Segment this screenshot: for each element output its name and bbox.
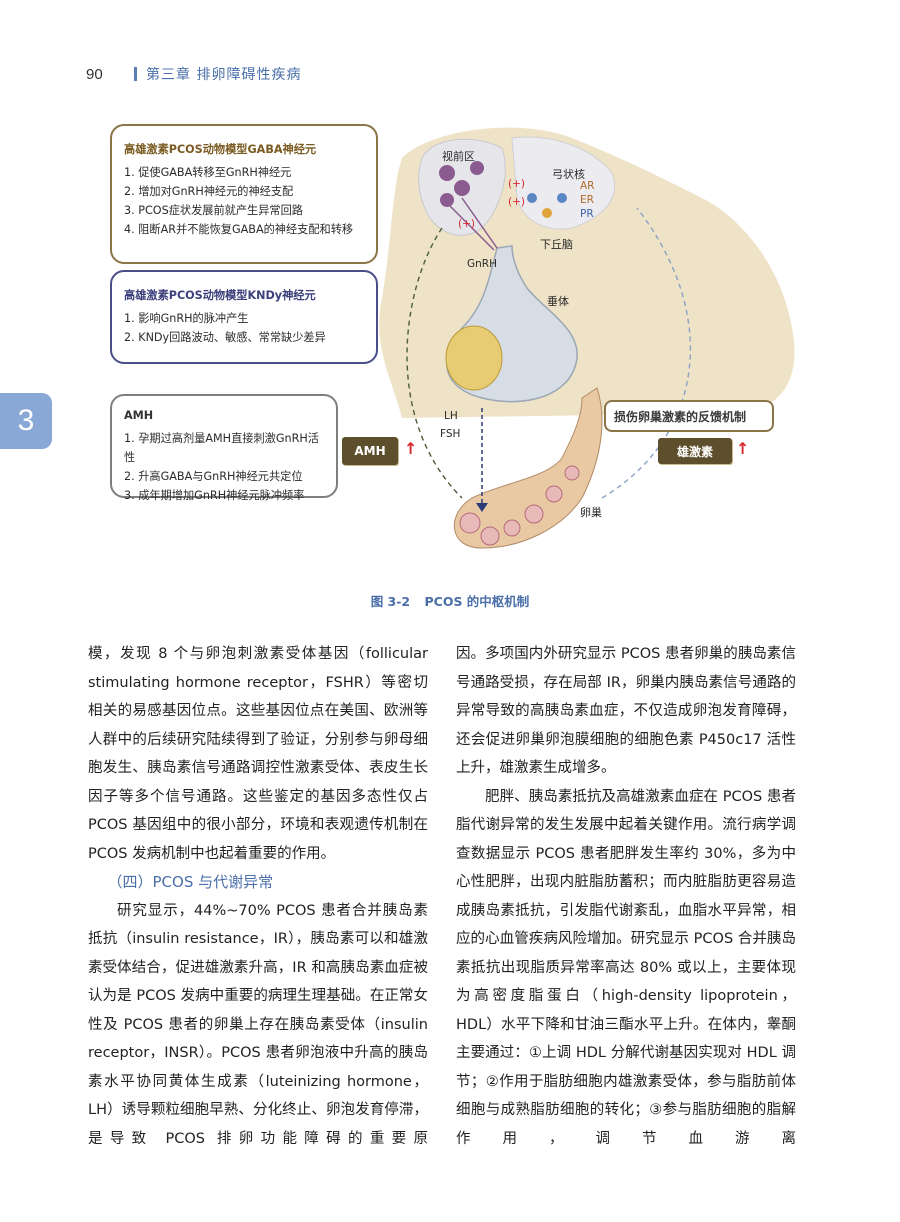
paragraph: 研究显示，44%~70% PCOS 患者合并胰岛素抵抗（insulin resi… [88, 902, 428, 1147]
gaba-neuron-box: 高雄激素PCOS动物模型GABA神经元 1. 促使GABA转移至GnRH神经元 … [110, 124, 378, 264]
amh-box-item: 2. 升高GABA与GnRH神经元共定位 [124, 470, 303, 483]
gnrh-neuron [454, 180, 470, 196]
chapter-tab: 3 [0, 393, 52, 449]
label-lh: LH [444, 410, 458, 422]
kndy-box-title: 高雄激素PCOS动物模型KNDy神经元 [124, 289, 316, 302]
running-header: 90 第三章 排卵障碍性疾病 [86, 62, 301, 86]
label-fsh: FSH [440, 428, 461, 440]
gnrh-axon [449, 205, 495, 251]
feedback-mechanism-box: 损伤卵巢激素的反馈机制 [604, 400, 774, 432]
kndy-box-item: 2. KNDy回路波动、敏感、常常缺少差异 [124, 331, 326, 344]
text-column-right: 因。多项国内外研究显示 PCOS 患者卵巢的胰岛素信号通路受损，存在局部 IR，… [456, 640, 796, 1153]
gnrh-axon [461, 197, 498, 249]
label-ar: AR [580, 180, 595, 192]
header-divider [134, 67, 137, 81]
arrow-head [476, 503, 488, 512]
page-number: 90 [86, 65, 103, 83]
plus-sign: (+) [508, 196, 525, 208]
gaba-box-title: 高雄激素PCOS动物模型GABA神经元 [124, 143, 317, 156]
label-er: ER [580, 194, 594, 206]
ovarian-follicle [459, 512, 481, 534]
label-ovary: 卵巢 [580, 506, 602, 519]
label-pituitary: 垂体 [547, 295, 569, 308]
increase-arrow-icon: ↑ [404, 439, 418, 458]
label-gnrh: GnRH [467, 258, 497, 270]
figure-number: 图 3-2 [370, 594, 411, 609]
kndy-neuron [527, 193, 537, 203]
kndy-box-item: 1. 影响GnRH的脉冲产生 [124, 312, 249, 325]
section-heading: （四）PCOS 与代谢异常 [107, 873, 274, 891]
kndy-neuron-box: 高雄激素PCOS动物模型KNDy神经元 1. 影响GnRH的脉冲产生 2. KN… [110, 270, 378, 364]
gaba-box-item: 3. PCOS症状发展前就产生异常回路 [124, 204, 303, 217]
gaba-box-item: 4. 阻断AR并不能恢复GABA的神经支配和转移 [124, 223, 354, 236]
ovary-shape [454, 387, 603, 549]
plus-sign: (+) [508, 178, 525, 190]
ovarian-follicle [503, 519, 521, 537]
hypothalamus-shape [511, 136, 616, 230]
label-arcuate: 弓状核 [552, 168, 585, 181]
gnrh-neuron [439, 165, 455, 181]
gnrh-neuron [440, 193, 454, 207]
figure-illustration [379, 127, 795, 549]
text-column-left: 模，发现 8 个与卵泡刺激素受体基因（follicular stimulatin… [88, 640, 428, 1153]
amh-box-item: 3. 成年期增加GnRH神经元脉冲频率 [124, 489, 305, 502]
anterior-pituitary-cells [445, 325, 503, 391]
increase-arrow-icon: ↑ [736, 439, 750, 458]
figure-title: PCOS 的中枢机制 [424, 594, 530, 609]
paragraph: 肥胖、胰岛素抵抗及高雄激素血症在 PCOS 患者脂代谢异常的发生发展中起着关键作… [456, 788, 796, 1147]
chapter-title: 第三章 排卵障碍性疾病 [146, 67, 302, 83]
amh-box-title: AMH [124, 409, 154, 422]
label-pr: PR [580, 208, 594, 220]
paragraph: 因。多项国内外研究显示 PCOS 患者卵巢的胰岛素信号通路受损，存在局部 IR，… [456, 646, 796, 776]
amh-box: AMH 1. 孕期过高剂量AMH直接刺激GnRH活性 2. 升高GABA与GnR… [110, 394, 338, 502]
label-preoptic: 视前区 [442, 150, 475, 163]
gaba-box-item: 2. 增加对GnRH神经元的神经支配 [124, 185, 294, 198]
paragraph: 模，发现 8 个与卵泡刺激素受体基因（follicular stimulatin… [88, 646, 428, 862]
ovarian-follicle [480, 526, 500, 546]
feedback-path-right [601, 207, 691, 499]
ovarian-follicle [524, 504, 544, 524]
androgen-tag: 雄激素 [658, 438, 732, 464]
amh-box-item: 1. 孕期过高剂量AMH直接刺激GnRH活性 [124, 432, 319, 464]
label-hypothalamus: 下丘脑 [540, 238, 573, 251]
amh-tag: AMH [342, 437, 398, 465]
gnrh-neuron [470, 161, 484, 175]
ovarian-follicle [545, 485, 563, 503]
figure-caption: 图 3-2 PCOS 的中枢机制 [0, 591, 900, 610]
kndy-neuron [542, 208, 552, 218]
kndy-neuron [557, 193, 567, 203]
figure-pcos-central-mechanism: 高雄激素PCOS动物模型GABA神经元 1. 促使GABA转移至GnRH神经元 … [102, 118, 802, 578]
feedback-path-left [406, 227, 463, 499]
gaba-box-item: 1. 促使GABA转移至GnRH神经元 [124, 166, 292, 179]
ovarian-follicle [564, 465, 580, 481]
plus-sign: (+) [458, 218, 475, 230]
